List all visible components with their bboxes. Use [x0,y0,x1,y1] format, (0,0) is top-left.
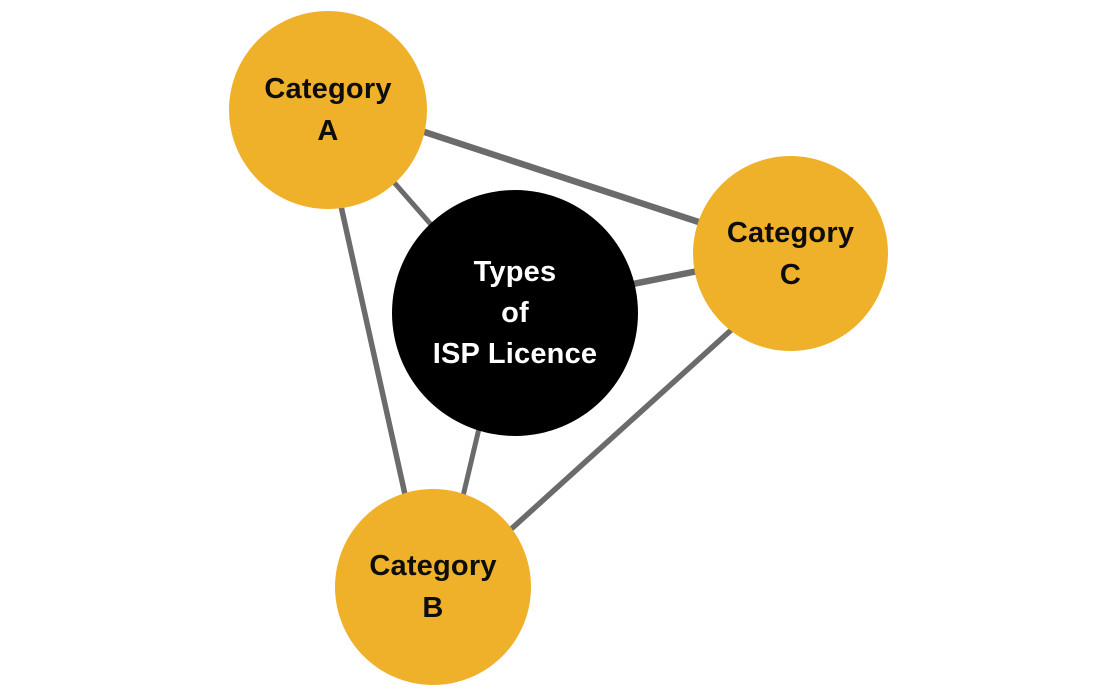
node-category-c-label-line-1: Category [726,216,855,249]
center-node-types-of-isp-licence: Types of ISP Licence [392,190,638,436]
node-category-a: Category A [229,11,427,209]
edge-category-a-category-c [392,118,725,234]
node-category-c: Category C [693,156,888,351]
center-node-label-line-2: of [501,296,529,329]
node-category-c-label-line-2: C [779,258,802,291]
node-category-a-label-line-2: A [317,115,339,147]
center-node-label-line-1: Types [473,255,557,288]
node-category-b-label-line-2: B [422,592,444,624]
node-category-b-label-line-1: Category [369,550,497,582]
node-category-a-label-line-1: Category [264,73,392,105]
node-category-b: Category B [335,489,531,685]
center-node-label-line-3: ISP Licence [432,337,598,370]
edge-category-a-category-b [328,160,415,527]
edge-category-b-category-c [486,300,763,553]
